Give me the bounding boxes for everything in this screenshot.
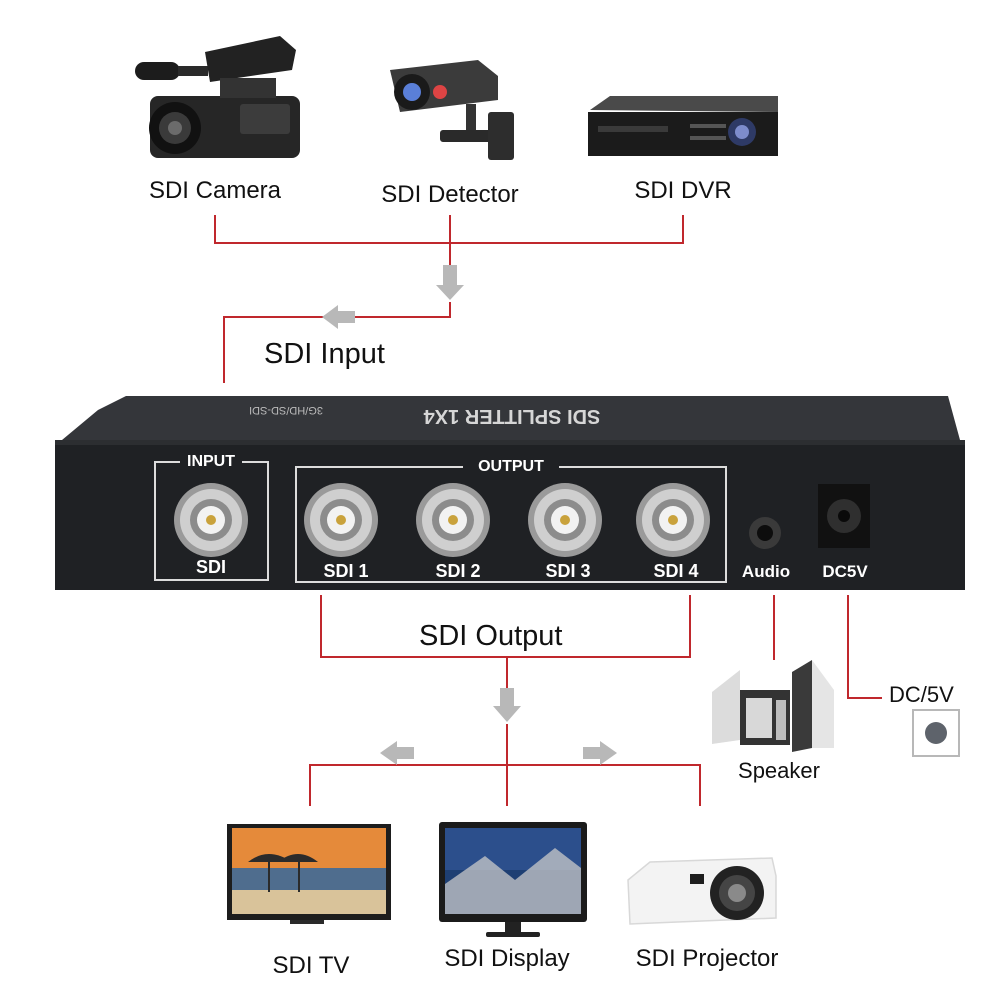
speaker-icon <box>712 660 834 752</box>
power-label: DC/5V <box>889 682 954 707</box>
dvr-icon <box>588 96 778 156</box>
audio-port-label: Audio <box>742 562 790 581</box>
destination-label-display: SDI Display <box>444 945 569 972</box>
input-port-label: SDI <box>196 557 226 577</box>
input-group-label: INPUT <box>187 453 235 470</box>
power-port-label: DC5V <box>822 562 868 581</box>
source-label-dvr: SDI DVR <box>634 177 731 204</box>
monitor-icon <box>439 822 587 937</box>
destination-bus-wire <box>309 724 701 806</box>
destination-label-projector: SDI Projector <box>636 945 779 972</box>
security-camera-icon <box>390 60 514 160</box>
device-top-subtitle: 3G/HD/SD-SDI <box>249 404 323 416</box>
device-top-title: SDI SPLITTER 1X4 <box>423 405 601 427</box>
power-jack-icon[interactable] <box>818 484 870 548</box>
bnc-port-sdi4[interactable] <box>636 483 710 557</box>
output-port-label-2: SDI 2 <box>435 561 480 581</box>
input-label: SDI Input <box>264 338 385 370</box>
down-arrow-input <box>436 265 464 300</box>
tv-icon <box>227 824 391 924</box>
right-arrow-output <box>583 741 617 765</box>
source-label-detector: SDI Detector <box>381 181 518 208</box>
bnc-port-sdi2[interactable] <box>416 483 490 557</box>
camera-icon <box>135 36 300 158</box>
input-bus-wire <box>214 215 684 265</box>
output-group-label: OUTPUT <box>478 458 544 475</box>
left-arrow-input <box>322 305 355 329</box>
output-bus-wire <box>320 595 691 688</box>
output-port-label-1: SDI 1 <box>323 561 368 581</box>
power-wire <box>847 595 882 699</box>
projector-icon <box>627 857 777 925</box>
output-label: SDI Output <box>419 620 562 652</box>
power-socket-icon <box>912 709 960 757</box>
source-label-camera: SDI Camera <box>149 177 282 204</box>
down-arrow-output <box>493 688 521 722</box>
output-port-label-4: SDI 4 <box>653 561 698 581</box>
audio-jack-icon[interactable] <box>749 517 781 549</box>
bnc-port-input[interactable] <box>174 483 248 557</box>
destination-label-tv: SDI TV <box>273 952 350 979</box>
left-arrow-output <box>380 741 414 765</box>
output-port-label-3: SDI 3 <box>545 561 590 581</box>
bnc-port-sdi3[interactable] <box>528 483 602 557</box>
bnc-port-sdi1[interactable] <box>304 483 378 557</box>
speaker-label: Speaker <box>738 758 820 783</box>
